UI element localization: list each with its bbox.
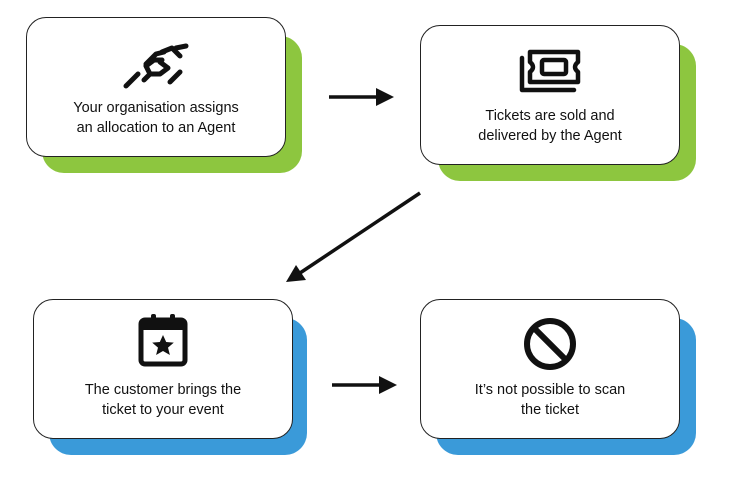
step-card-4: It’s not possible to scan the ticket bbox=[420, 299, 680, 439]
prohibited-icon bbox=[524, 318, 576, 370]
step-card-2: Tickets are sold and delivered by the Ag… bbox=[420, 25, 680, 165]
step-card-3: The customer brings the ticket to your e… bbox=[33, 299, 293, 439]
handshake-icon bbox=[123, 43, 189, 89]
step-1-label: Your organisation assigns an allocation … bbox=[73, 100, 239, 136]
step-2-label: Tickets are sold and delivered by the Ag… bbox=[478, 108, 622, 144]
step-4-label: It’s not possible to scan the ticket bbox=[474, 382, 626, 418]
step-card-1: Your organisation assigns an allocation … bbox=[26, 17, 286, 157]
calendar-star-icon bbox=[138, 314, 188, 367]
arrow-step-3-to-4 bbox=[332, 376, 397, 394]
ticket-icon bbox=[519, 49, 581, 93]
arrow-step-1-to-2 bbox=[329, 88, 394, 106]
step-3-label: The customer brings the ticket to your e… bbox=[84, 382, 242, 418]
arrow-step-2-to-3 bbox=[286, 191, 421, 282]
